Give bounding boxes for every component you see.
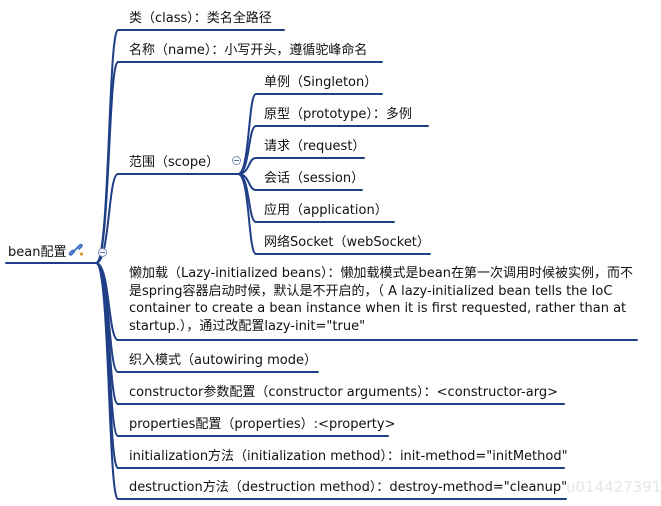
branch-lazy-line-3: container to create a bean instance when… xyxy=(129,301,627,316)
branch-lazy-line-2: 是spring容器启动时候，默认是不开启的，（ A lazy-initializ… xyxy=(129,283,613,299)
connector-websocket xyxy=(237,173,257,255)
connector-destroy xyxy=(95,262,119,500)
scope-child-prototype[interactable]: 原型（prototype）：多例 xyxy=(264,107,412,122)
branch-properties[interactable]: properties配置（properties）:<property> xyxy=(129,417,396,432)
watermark: u014427391 xyxy=(566,478,661,496)
scope-child-session[interactable]: 会话（session） xyxy=(264,171,365,186)
connector-scope xyxy=(95,173,119,264)
branch-init[interactable]: initialization方法（initialization method）：… xyxy=(129,449,568,464)
scope-child-request[interactable]: 请求（request） xyxy=(264,139,366,154)
root-node-label[interactable]: bean配置 xyxy=(8,245,67,260)
scope-child-application[interactable]: 应用（application） xyxy=(264,203,388,218)
link-icon[interactable] xyxy=(68,243,84,257)
scope-collapse-toggle-icon[interactable] xyxy=(232,156,241,165)
branch-class[interactable]: 类（class）：类名全路径 xyxy=(129,11,272,26)
branch-lazy-line-4: startup.），通过改配置lazy-init="true" xyxy=(129,318,366,334)
branch-lazy-line-1: 懒加载（Lazy-initialized beans）：懒加载模式是bean在第… xyxy=(129,266,633,281)
branch-lazy[interactable]: 懒加载（Lazy-initialized beans）：懒加载模式是bean在第… xyxy=(129,265,633,335)
scope-child-websocket[interactable]: 网络Socket（webSocket） xyxy=(264,235,430,250)
branch-destroy[interactable]: destruction方法（destruction method）：destro… xyxy=(129,480,568,495)
branch-autowiring[interactable]: 织入模式（autowiring mode） xyxy=(129,353,317,368)
collapse-toggle-icon[interactable] xyxy=(98,248,107,257)
branch-scope[interactable]: 范围（scope） xyxy=(129,155,220,170)
branch-name[interactable]: 名称（name）：小写开头，遵循驼峰命名 xyxy=(129,43,368,58)
scope-child-singleton[interactable]: 单例（Singleton） xyxy=(264,75,378,90)
branch-constructor[interactable]: constructor参数配置（constructor arguments）：<… xyxy=(129,385,558,400)
